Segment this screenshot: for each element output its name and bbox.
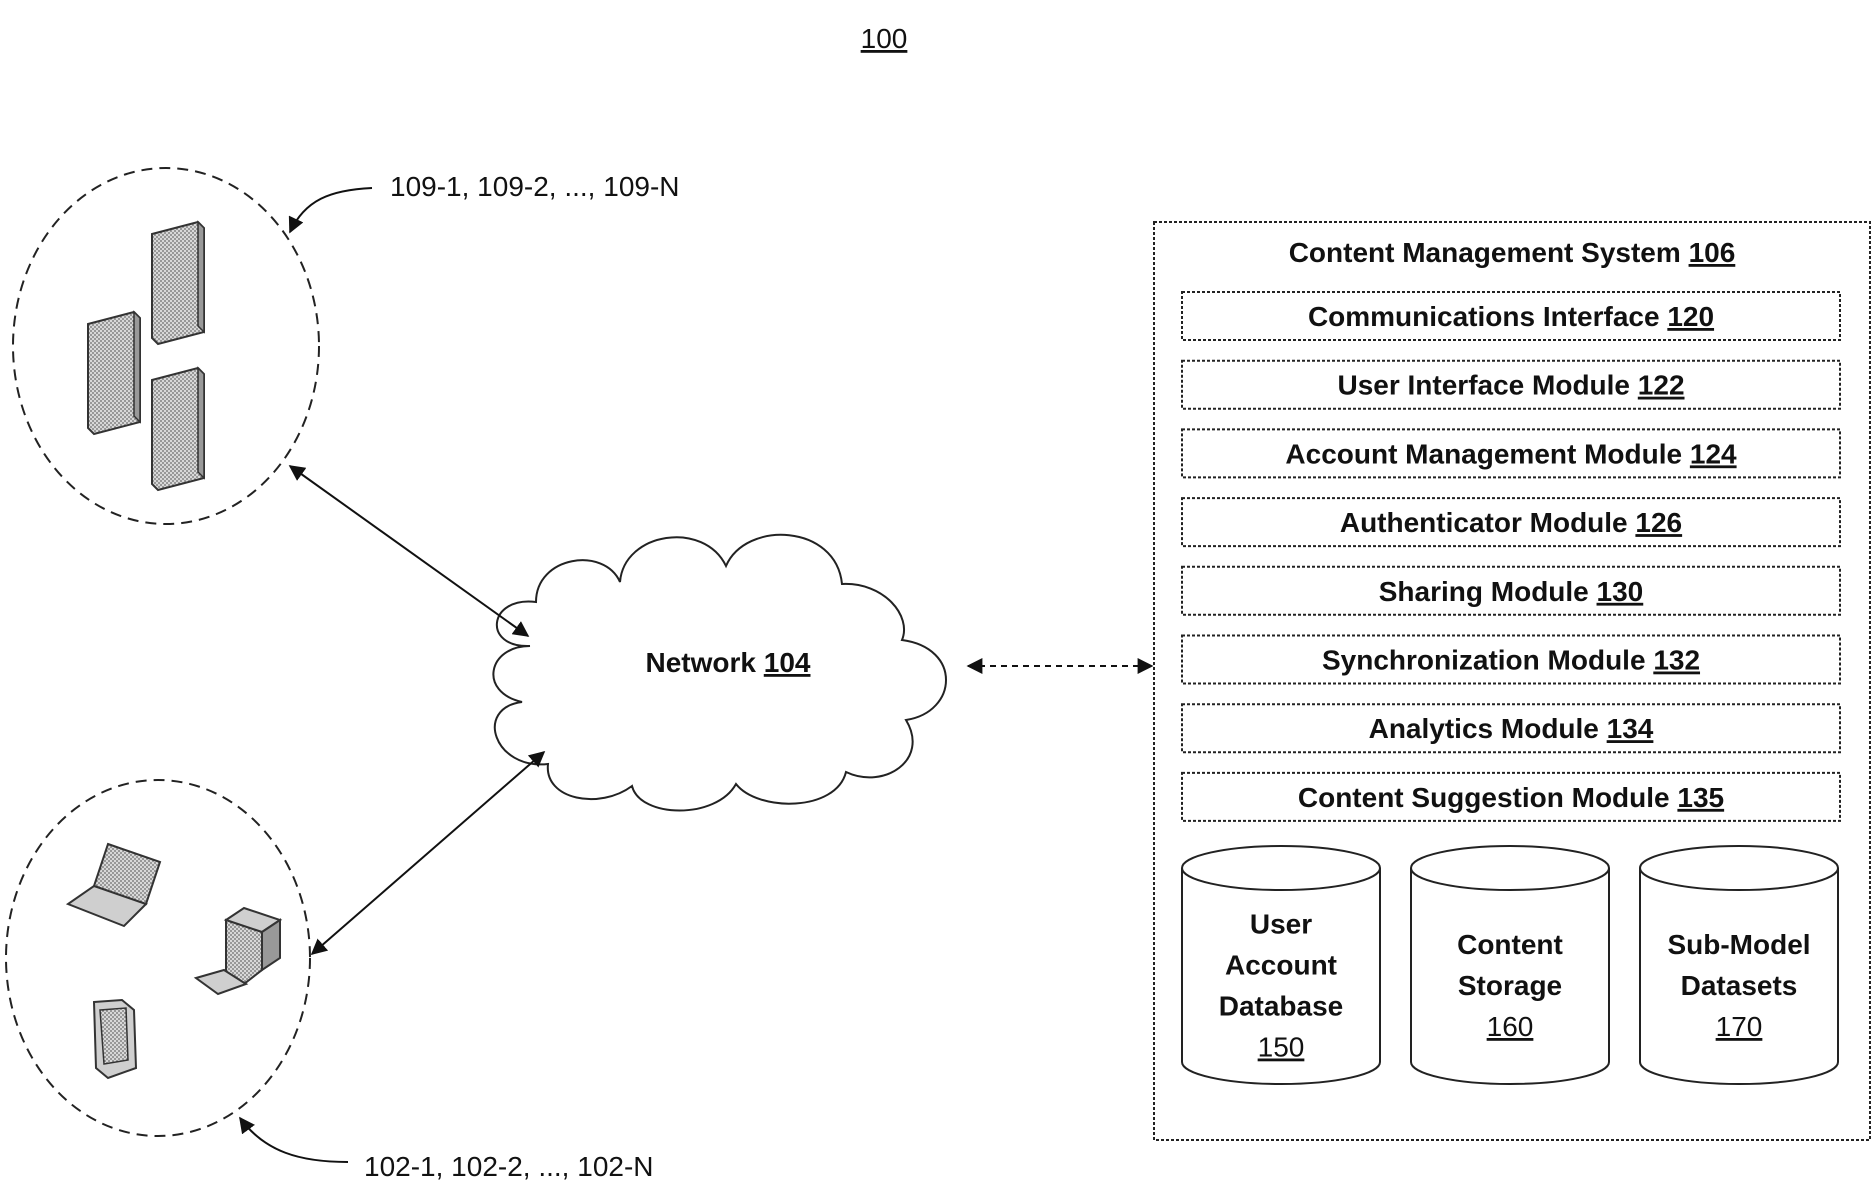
module-ref: 122 [1638,370,1685,401]
datastore-ref: 170 [1716,1011,1763,1042]
datastore-name-line: Sub-Model [1667,929,1810,960]
cms-module-list: Communications Interface 120User Interfa… [1182,292,1840,821]
module-ref: 124 [1690,438,1737,469]
module-label: User Interface Module 122 [1337,370,1684,401]
client-callout-leader [240,1118,348,1162]
module-ref: 126 [1635,507,1682,538]
datastore-name-line: Storage [1458,970,1562,1001]
datastore-ref: 160 [1487,1011,1534,1042]
figure-number: 100 [861,23,908,54]
laptop-icon [68,844,160,926]
datastore-name-line: User [1250,909,1312,940]
client-network-link [312,752,544,954]
module-label: Communications Interface 120 [1308,301,1714,332]
module-ref: 120 [1667,301,1714,332]
desktop-computer-icon [196,908,280,994]
datastore-content-storage: ContentStorage 160 [1411,846,1609,1084]
content-management-system: Content Management System 106 Communicat… [1154,222,1870,1140]
server-network-link [290,466,528,636]
module-sharing-module: Sharing Module 130 [1182,567,1840,615]
module-label: Sharing Module 130 [1379,576,1644,607]
module-label: Synchronization Module 132 [1322,645,1700,676]
server-tower-icon [152,222,204,344]
server-tower-icon [88,312,140,434]
module-communications-interface: Communications Interface 120 [1182,292,1840,340]
module-name: User Interface Module [1337,370,1637,401]
datastore-name-line: Database [1219,991,1344,1022]
client-group-label: 102-1, 102-2, ..., 102-N [364,1151,654,1182]
module-name: Account Management Module [1285,438,1689,469]
module-ref: 132 [1653,645,1700,676]
datastore-user-account-database: UserAccountDatabase 150 [1182,846,1380,1084]
datastore-name-line: Datasets [1681,970,1798,1001]
mobile-phone-icon [94,1000,136,1078]
cylinder-top [1640,846,1838,890]
network-label: Network 104 [646,647,811,678]
cms-data-stores: UserAccountDatabase 150 ContentStorage 160 S… [1182,846,1838,1084]
datastore-name-line: Content [1457,929,1563,960]
cylinder-top [1182,846,1380,890]
client-group [6,780,310,1136]
module-content-suggestion-module: Content Suggestion Module 135 [1182,773,1840,821]
server-tower-icon [152,368,204,490]
module-account-management-module: Account Management Module 124 [1182,429,1840,477]
module-ref: 130 [1597,576,1644,607]
module-synchronization-module: Synchronization Module 132 [1182,636,1840,684]
module-label: Account Management Module 124 [1285,438,1737,469]
module-name: Sharing Module [1379,576,1597,607]
server-group [13,168,319,524]
server-callout-leader [290,188,372,232]
module-name: Authenticator Module [1340,507,1636,538]
module-label: Content Suggestion Module 135 [1298,782,1724,813]
module-label: Analytics Module 134 [1369,713,1654,744]
module-name: Communications Interface [1308,301,1667,332]
module-name: Analytics Module [1369,713,1607,744]
server-group-label: 109-1, 109-2, ..., 109-N [390,171,680,202]
module-name: Content Suggestion Module [1298,782,1678,813]
datastore-name-line: Account [1225,950,1337,981]
module-label: Authenticator Module 126 [1340,507,1682,538]
module-ref: 135 [1677,782,1724,813]
module-authenticator-module: Authenticator Module 126 [1182,498,1840,546]
datastore-ref: 150 [1258,1032,1305,1063]
module-name: Synchronization Module [1322,645,1653,676]
module-analytics-module: Analytics Module 134 [1182,704,1840,752]
module-ref: 134 [1607,713,1654,744]
cms-title: Content Management System 106 [1289,237,1736,268]
module-user-interface-module: User Interface Module 122 [1182,361,1840,409]
cylinder-top [1411,846,1609,890]
datastore-sub-model-datasets: Sub-ModelDatasets 170 [1640,846,1838,1084]
